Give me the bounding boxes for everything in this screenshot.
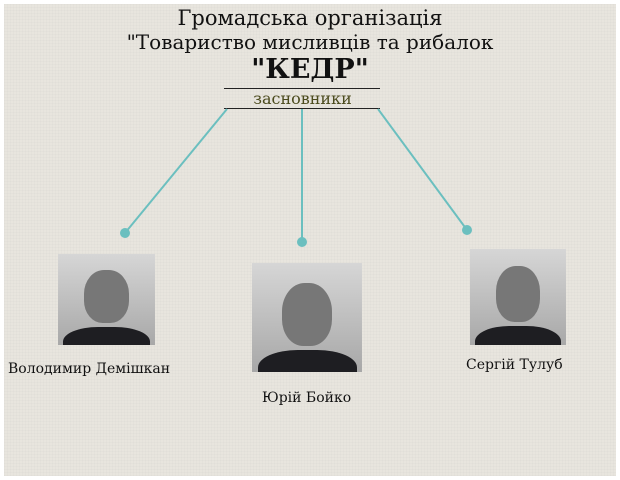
founder-name: Сергій Тулуб (466, 357, 563, 373)
org-name: "КЕДР" (251, 54, 369, 85)
org-title-line1: Громадська організація (177, 6, 443, 30)
connector-right (377, 108, 468, 231)
org-title-line2: "Товариство мисливців та рибалок (126, 30, 494, 54)
founder-name: Володимир Демішкан (8, 361, 171, 377)
founder-photo-boiko (252, 263, 362, 372)
diagram-canvas (4, 4, 616, 476)
divider-top (224, 88, 380, 89)
founder-photo-demishkan (58, 254, 155, 345)
founder-photo-tulub (470, 249, 566, 345)
divider-bottom (224, 108, 380, 109)
connector-dot-center (297, 237, 307, 247)
connector-left (124, 108, 228, 234)
connector-dot-right (462, 225, 472, 235)
connector-dot-left (120, 228, 130, 238)
founders-label: засновники (253, 89, 352, 108)
founder-name: Юрій Бойко (262, 390, 352, 406)
